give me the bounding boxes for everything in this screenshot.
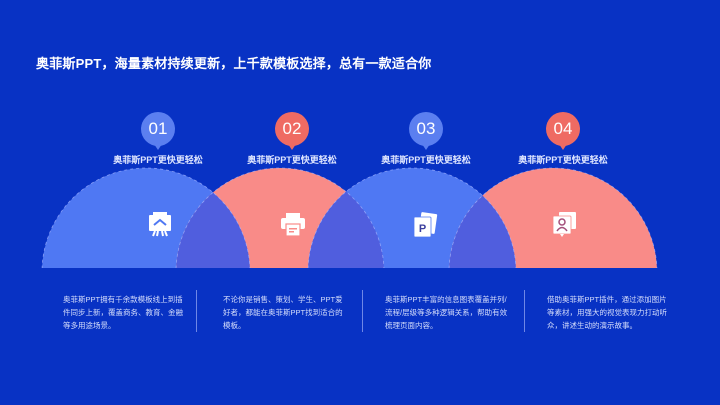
step-subtitle-01: 奥菲斯PPT更快更轻松 — [113, 155, 203, 165]
printer-icon — [281, 213, 305, 237]
step-description-01: 奥菲斯PPT拥有千余款模板线上到插件同步上新，覆盖商务、教育、金融等多用途场景。 — [63, 295, 183, 330]
step-badge-04: 04 — [546, 112, 580, 150]
step-subtitle-03: 奥菲斯PPT更快更轻松 — [381, 155, 471, 165]
step-description-02: 不论你是销售、策划、学生、PPT爱好者，都能在奥菲斯PPT找到适合的模板。 — [223, 295, 343, 330]
svg-text:P: P — [419, 223, 426, 235]
user-photos-icon — [552, 212, 576, 237]
step-subtitle-04: 奥菲斯PPT更快更轻松 — [518, 155, 608, 165]
presentation-board-icon — [149, 212, 171, 237]
step-subtitle-02: 奥菲斯PPT更快更轻松 — [247, 155, 337, 165]
step-description-03: 奥菲斯PPT丰富的信息图表覆盖并列/流程/层级等多种逻辑关系，帮助有效梳理页面内… — [385, 295, 508, 330]
step-description-04: 借助奥菲斯PPT插件，通过添加图片等素材，用强大的视觉表现力打动听众，讲述生动的… — [547, 295, 667, 330]
divider — [362, 290, 363, 332]
step-badge-03: 03 — [409, 112, 443, 150]
step-badge-01: 01 — [141, 112, 175, 150]
slide-title: 奥菲斯PPT，海量素材持续更新，上千款模板选择，总有一款适合你 — [36, 56, 432, 71]
step-badge-02: 02 — [275, 112, 309, 150]
ppt-files-icon: P — [413, 212, 438, 238]
divider — [196, 290, 197, 332]
divider — [524, 290, 525, 332]
